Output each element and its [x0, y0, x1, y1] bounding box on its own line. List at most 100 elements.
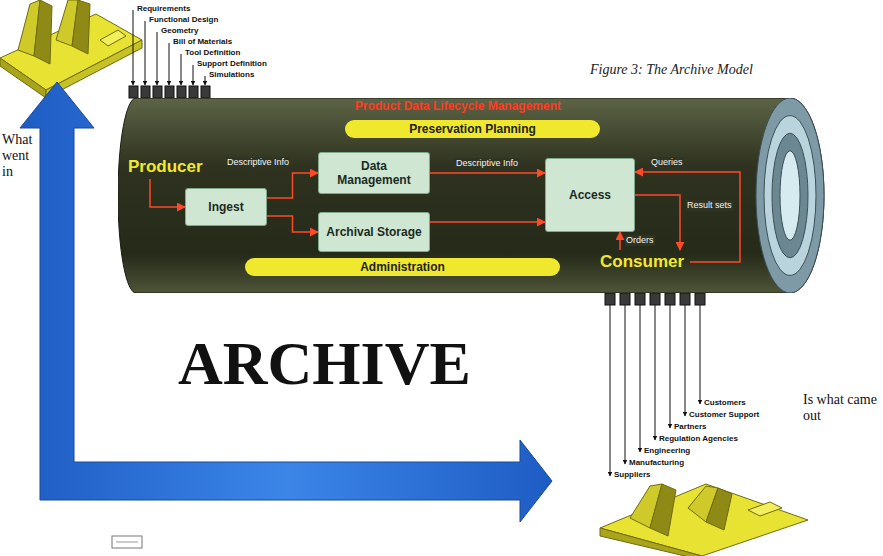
cylinder-body: [118, 98, 824, 293]
input-leader: [169, 43, 170, 85]
input-label: Functional Design: [149, 15, 218, 25]
cylinder-end: [764, 116, 816, 276]
output-label: Manufacturing: [629, 458, 684, 468]
output-port: [665, 293, 675, 305]
process-box: Archival Storage: [318, 212, 430, 252]
edge-label: Queries: [650, 157, 684, 168]
output-label: Regulation Agencies: [659, 434, 738, 444]
output-label: Customer Support: [689, 410, 759, 420]
node-text: Consumer: [600, 252, 684, 272]
figure-caption: Figure 3: The Archive Model: [590, 62, 753, 78]
archive-title-holder: ARCHIVE: [178, 332, 471, 394]
actor-label: Producer: [128, 155, 214, 179]
flow-connector: [635, 172, 740, 262]
input-label: Requirements: [137, 4, 190, 14]
output-label-holder: Suppliers: [614, 470, 650, 480]
output-label: Partners: [674, 422, 706, 432]
cylinder-end: [780, 151, 800, 240]
edge-label-holder: Result sets: [686, 200, 733, 211]
edge-label-holder: Descriptive Info: [455, 158, 519, 169]
side-note-holder: Is what came out: [803, 392, 879, 424]
output-leader: [685, 305, 686, 416]
input-label-holder: Requirements: [137, 4, 190, 14]
function-band: Administration: [245, 258, 560, 276]
side-note-holder: What went in: [2, 132, 38, 180]
input-leader: [181, 54, 182, 85]
process-box: Data Management: [318, 152, 430, 194]
node-text: Producer: [128, 157, 203, 177]
input-label-holder: Bill of Materials: [173, 37, 232, 47]
output-port: [635, 293, 645, 305]
output-leader: [700, 305, 701, 404]
archive-title: ARCHIVE: [178, 332, 471, 394]
edge-label: Result sets: [686, 200, 733, 211]
flow-connector: [267, 216, 318, 232]
cylinder-end: [772, 133, 808, 258]
actor-label: Consumer: [600, 250, 690, 274]
caption-holder: Figure 3: The Archive Model: [590, 62, 753, 78]
input-label: Bill of Materials: [173, 37, 232, 47]
flow-connector: [267, 173, 318, 198]
side-note: What went in: [2, 132, 38, 180]
input-label-holder: Tool Definition: [185, 48, 240, 58]
input-label: Tool Definition: [185, 48, 240, 58]
edge-label: Descriptive Info: [455, 158, 519, 169]
output-port: [605, 293, 615, 305]
input-label-holder: Functional Design: [149, 15, 218, 25]
output-label-holder: Regulation Agencies: [659, 434, 738, 444]
edge-label-holder: Descriptive Info: [226, 157, 290, 168]
system-title: Product Data Lifecycle Management: [268, 99, 648, 113]
flow-connector: [150, 179, 185, 207]
process-box: Access: [545, 158, 635, 232]
input-leader: [145, 21, 146, 85]
output-leader: [625, 305, 626, 464]
output-port: [695, 293, 705, 305]
input-port: [189, 86, 198, 98]
process-box: Ingest: [185, 188, 267, 226]
output-label: Suppliers: [614, 470, 650, 480]
output-label-holder: Manufacturing: [629, 458, 684, 468]
input-leader: [157, 32, 158, 85]
output-label-holder: Customer Support: [689, 410, 759, 420]
input-port: [141, 86, 150, 98]
input-leader: [205, 76, 206, 85]
input-leader: [193, 65, 194, 85]
output-leader: [610, 305, 611, 476]
input-port: [129, 86, 138, 98]
flow-connector: [430, 172, 545, 174]
side-note: Is what came out: [803, 392, 879, 424]
node-text: Data Management: [323, 159, 425, 187]
output-port: [650, 293, 660, 305]
flow-connector: [430, 221, 545, 223]
input-label-holder: Geometry: [161, 26, 198, 36]
cylinder-end: [756, 98, 824, 293]
input-port: [177, 86, 186, 98]
part-top: [0, 0, 142, 98]
output-label-holder: Customers: [704, 398, 746, 408]
output-leader: [670, 305, 671, 428]
input-label: Geometry: [161, 26, 198, 36]
edge-label-holder: Queries: [650, 157, 684, 168]
edge-label: Orders: [625, 235, 655, 246]
input-leader: [133, 10, 134, 85]
node-text: Ingest: [208, 200, 243, 214]
output-port: [680, 293, 690, 305]
output-label-holder: Engineering: [644, 446, 690, 456]
flow-connector: [619, 232, 621, 250]
input-label-holder: Support Definition: [197, 59, 267, 69]
output-label: Engineering: [644, 446, 690, 456]
input-port: [201, 86, 210, 98]
output-label: Customers: [704, 398, 746, 408]
input-port: [165, 86, 174, 98]
edge-label-holder: Orders: [625, 235, 655, 246]
node-text: Access: [569, 188, 611, 202]
small-stamp: [112, 536, 142, 548]
part-bottom: [600, 484, 808, 556]
input-label: Support Definition: [197, 59, 267, 69]
input-port: [153, 86, 162, 98]
output-label-holder: Partners: [674, 422, 706, 432]
node-text: Preservation Planning: [409, 122, 536, 136]
